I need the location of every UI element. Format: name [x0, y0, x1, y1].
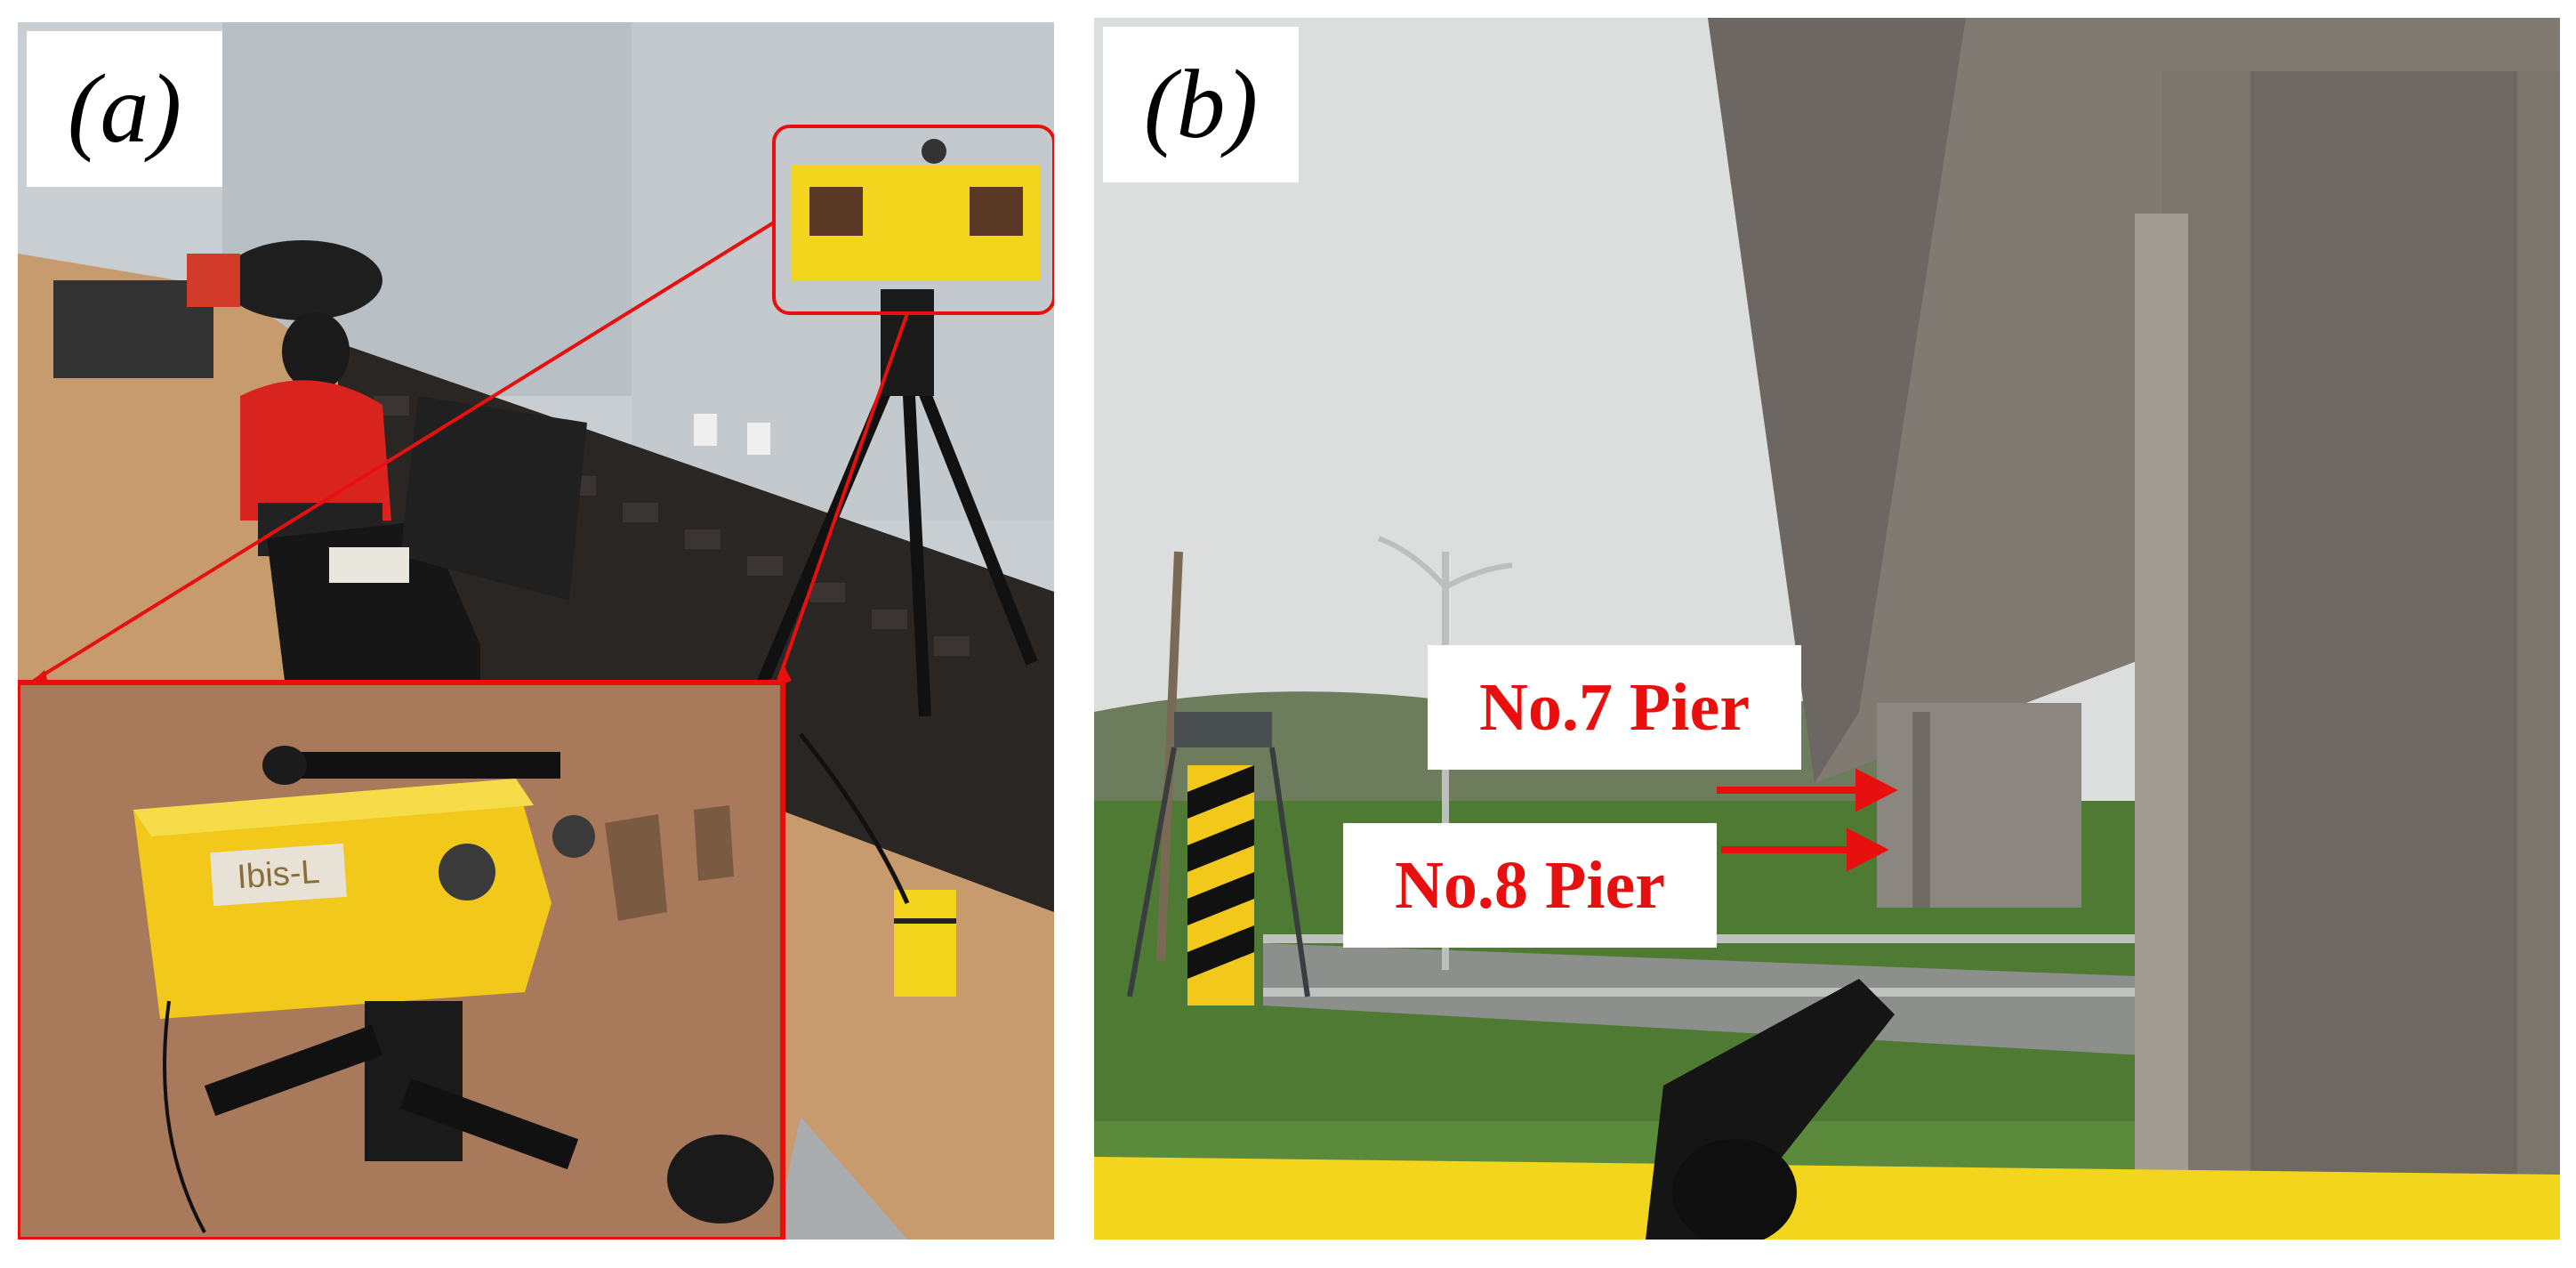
panel-b-photo: (b) No.7 Pier No.8 Pier	[1094, 18, 2560, 1240]
pier-7-label: No.7 Pier	[1428, 645, 1801, 770]
panel-a-photo: (a) Ibis-L	[18, 22, 1054, 1240]
panel-a-label: (a)	[27, 31, 222, 187]
panel-a-scene	[18, 22, 1054, 1240]
panel-b-scene	[1094, 18, 2560, 1240]
panel-b-label: (b)	[1103, 27, 1299, 182]
pier-8-label: No.8 Pier	[1343, 823, 1717, 948]
camera-sticker-label: Ibis-L	[210, 843, 347, 907]
